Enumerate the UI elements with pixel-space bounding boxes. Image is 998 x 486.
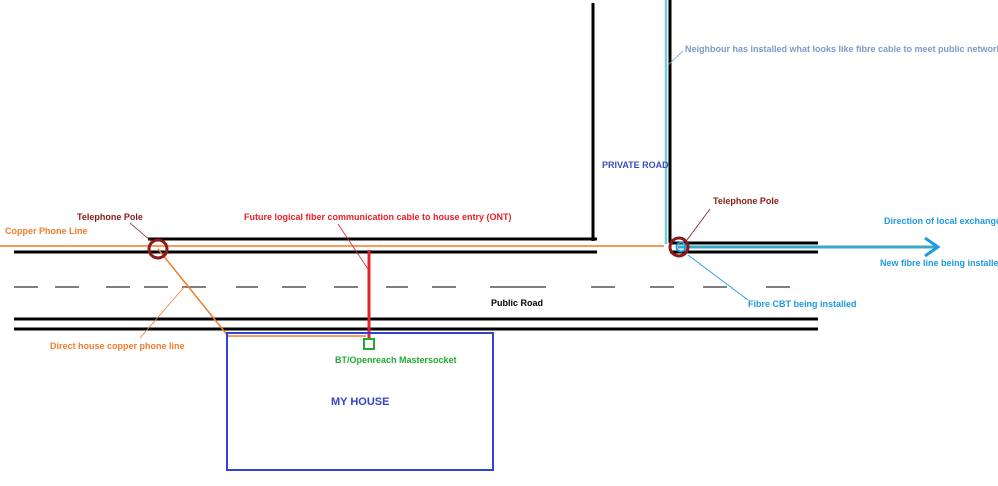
fibre-cbt-leader: [687, 254, 749, 301]
pole-left-leader: [129, 222, 152, 242]
telephone-pole-right-icon: [668, 236, 690, 258]
direct-copper-leader: [139, 285, 186, 339]
direction-exchange-label: Direction of local exchange: [884, 216, 998, 226]
copper-lines: [0, 245, 664, 339]
telephone-pole-left-icon: [147, 238, 169, 260]
direction-arrow-icon: [924, 236, 941, 258]
new-fibre-line-label: New fibre line being installed: [880, 258, 998, 268]
future-fiber-leader: [337, 223, 369, 270]
direct-house-copper-line: [157, 248, 366, 337]
mastersocket-icon: [363, 338, 375, 350]
fibre-cbt-label: Fibre CBT being installed: [748, 299, 857, 309]
direct-copper-label: Direct house copper phone line: [50, 341, 185, 351]
neighbour-fibre-leader: [667, 50, 684, 66]
fibre-cbt-icon: [675, 241, 687, 253]
future-fiber-label: Future logical fiber communication cable…: [244, 212, 512, 222]
my-house-outline: [226, 332, 494, 471]
neighbour-fibre-label: Neighbour has installed what looks like …: [685, 44, 998, 54]
public-road-label: Public Road: [491, 298, 544, 308]
copper-phone-line-label: Copper Phone Line: [5, 226, 88, 236]
private-road-label: PRIVATE ROAD: [602, 160, 669, 170]
my-house-label: MY HOUSE: [331, 396, 390, 408]
pole-right-leader: [686, 208, 711, 241]
telephone-pole-right-label: Telephone Pole: [713, 196, 779, 206]
mastersocket-label: BT/Openreach Mastersocket: [335, 355, 457, 365]
road-edges: [14, 0, 818, 331]
telephone-pole-left-label: Telephone Pole: [77, 212, 143, 222]
